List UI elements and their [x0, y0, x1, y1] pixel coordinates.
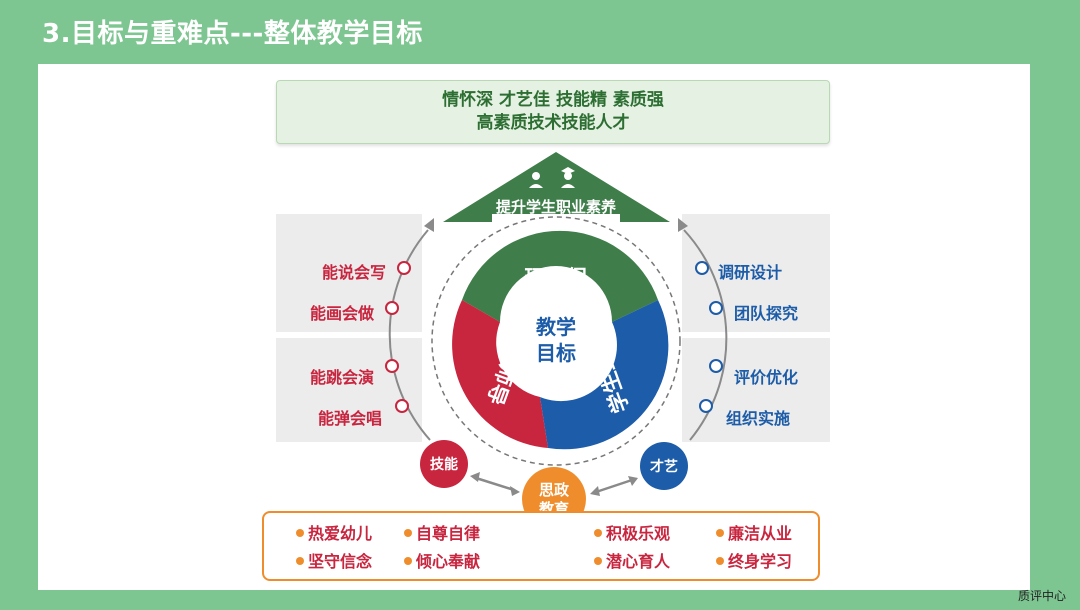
bullet-icon [594, 556, 602, 565]
right-item-3: 评价优化 [734, 368, 799, 387]
right-dot-3 [709, 359, 723, 373]
left-item-1: 能说会写 [321, 263, 386, 282]
bullet-icon [404, 528, 412, 537]
right-item-2: 团队探究 [734, 304, 799, 323]
values-box [262, 511, 820, 581]
value-item-4: 廉洁从业 [716, 520, 792, 544]
right-dot-2 [709, 301, 723, 315]
left-item-3: 能跳会演 [309, 368, 374, 387]
segment-student [540, 300, 669, 450]
goal-line-2: 高素质技术技能人才 [476, 113, 630, 133]
value-item-5: 坚守信念 [296, 548, 372, 572]
slide-title: 3.目标与重难点---整体教学目标 [42, 19, 423, 49]
left-dot-4 [395, 399, 409, 413]
bullet-icon [594, 528, 602, 537]
left-double-arrow-icon [470, 472, 520, 496]
left-dot-3 [385, 359, 399, 373]
talent-node [640, 442, 688, 490]
students-icon [529, 167, 575, 188]
footer-label: 质评中心 [1017, 589, 1066, 603]
left-bottom-panel [276, 338, 422, 442]
value-item-8: 终身学习 [716, 548, 792, 572]
right-item-4: 组织实施 [726, 409, 791, 428]
skill-node [420, 440, 468, 488]
right-dot-4 [699, 399, 713, 413]
left-dot-2 [385, 301, 399, 315]
segment-environment [462, 230, 658, 322]
value-item-1: 热爱幼儿 [296, 520, 372, 544]
bullet-icon [716, 528, 724, 537]
up-arrow-icon [443, 152, 670, 222]
right-dot-1 [695, 261, 709, 275]
left-item-2: 能画会做 [309, 304, 374, 323]
segment-top-label: 环境促 [525, 266, 589, 290]
value-item-6: 倾心奉献 [404, 548, 480, 572]
left-item-4: 能弹会唱 [317, 409, 382, 428]
left-dot-1 [397, 261, 411, 275]
bullet-icon [296, 528, 304, 537]
right-double-arrow-icon [590, 476, 638, 496]
bullet-icon [404, 556, 412, 565]
left-arc-arrow-icon [424, 218, 434, 232]
goal-line-1: 情怀深 才艺佳 技能精 素质强 [442, 90, 664, 110]
value-item-2: 自尊自律 [404, 520, 480, 544]
right-arc-arrow-icon [678, 218, 688, 232]
outer-arc-right [683, 229, 728, 441]
center-circle [506, 291, 606, 391]
segment-teacher [452, 300, 548, 448]
outer-arc-left [388, 229, 431, 441]
dashed-ring [431, 216, 681, 466]
bullet-icon [296, 556, 304, 565]
left-top-panel [276, 214, 422, 332]
right-item-1: 调研设计 [718, 263, 783, 282]
bullet-icon [716, 556, 724, 565]
arrow-label: 提升学生职业素养 [496, 198, 617, 216]
talent-node-label: 才艺 [650, 458, 678, 475]
center-line-1: 教学 [536, 315, 576, 339]
center-line-2: 目标 [536, 341, 576, 365]
value-item-3: 积极乐观 [594, 520, 670, 544]
right-bottom-panel [682, 338, 830, 442]
value-item-7: 潜心育人 [594, 548, 670, 572]
goal-box: 情怀深 才艺佳 技能精 素质强 高素质技术技能人才 [276, 80, 830, 144]
ideology-node-line-1: 思政 [539, 481, 570, 499]
skill-node-label: 技能 [430, 456, 458, 473]
